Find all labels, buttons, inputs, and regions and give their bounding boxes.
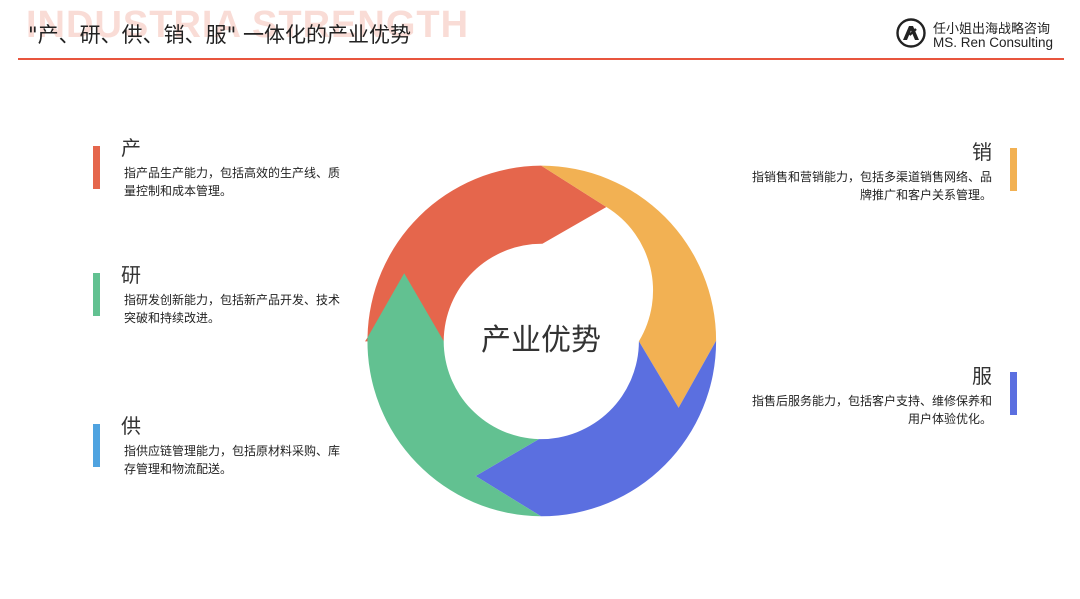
supply-desc: 指供应链管理能力，包括原材料采购、库存管理和物流配送。: [124, 444, 341, 476]
header-watermark: INDUSTRIA STRENGTH: [26, 4, 470, 46]
sales-desc: 指销售和营销能力，包括多渠道销售网络、品牌推广和客户关系管理。: [752, 170, 993, 202]
brand: 任小姐出海战略咨询 MS. Ren Consulting: [896, 16, 1066, 52]
research-desc: 指研发创新能力，包括新产品开发、技术突破和持续改进。: [124, 293, 341, 325]
production-title: 产: [121, 136, 141, 160]
ring-center-label: 产业优势: [481, 323, 601, 358]
production-desc: 指产品生产能力，包括高效的生产线、质量控制和成本管理。: [124, 166, 341, 198]
ring-segment-production: [365, 165, 607, 342]
page-title: "产、研、供、销、服" 一体化的产业优势: [28, 23, 411, 47]
supply-color-bar: [93, 424, 100, 467]
service-color-bar: [1010, 372, 1017, 415]
item-supply: 供 指供应链管理能力，包括原材料采购、库存管理和物流配送。: [93, 414, 353, 476]
brand-name-en: MS. Ren Consulting: [933, 35, 1054, 50]
item-service: 服 指售后服务能力，包括客户支持、维修保养和用户体验优化。: [740, 364, 1017, 426]
sales-title: 销: [972, 140, 992, 164]
research-title: 研: [121, 263, 141, 287]
production-color-bar: [93, 146, 100, 189]
brand-logo-icon: [896, 18, 926, 48]
brand-name-cn: 任小姐出海战略咨询: [933, 22, 1051, 37]
item-production: 产 指产品生产能力，包括高效的生产线、质量控制和成本管理。: [93, 136, 353, 198]
service-desc: 指售后服务能力，包括客户支持、维修保养和用户体验优化。: [752, 394, 993, 426]
item-sales: 销 指销售和营销能力，包括多渠道销售网络、品牌推广和客户关系管理。: [740, 140, 1017, 202]
research-color-bar: [93, 273, 100, 316]
item-research: 研 指研发创新能力，包括新产品开发、技术突破和持续改进。: [93, 263, 353, 325]
cycle-ring: [365, 165, 717, 517]
ring-segment-sales: [541, 165, 717, 408]
ring-segment-research: [367, 273, 541, 517]
ring-segment-service: [475, 340, 717, 517]
service-title: 服: [972, 364, 992, 388]
title-divider: [18, 58, 1064, 60]
supply-title: 供: [121, 414, 141, 438]
sales-color-bar: [1010, 148, 1017, 191]
